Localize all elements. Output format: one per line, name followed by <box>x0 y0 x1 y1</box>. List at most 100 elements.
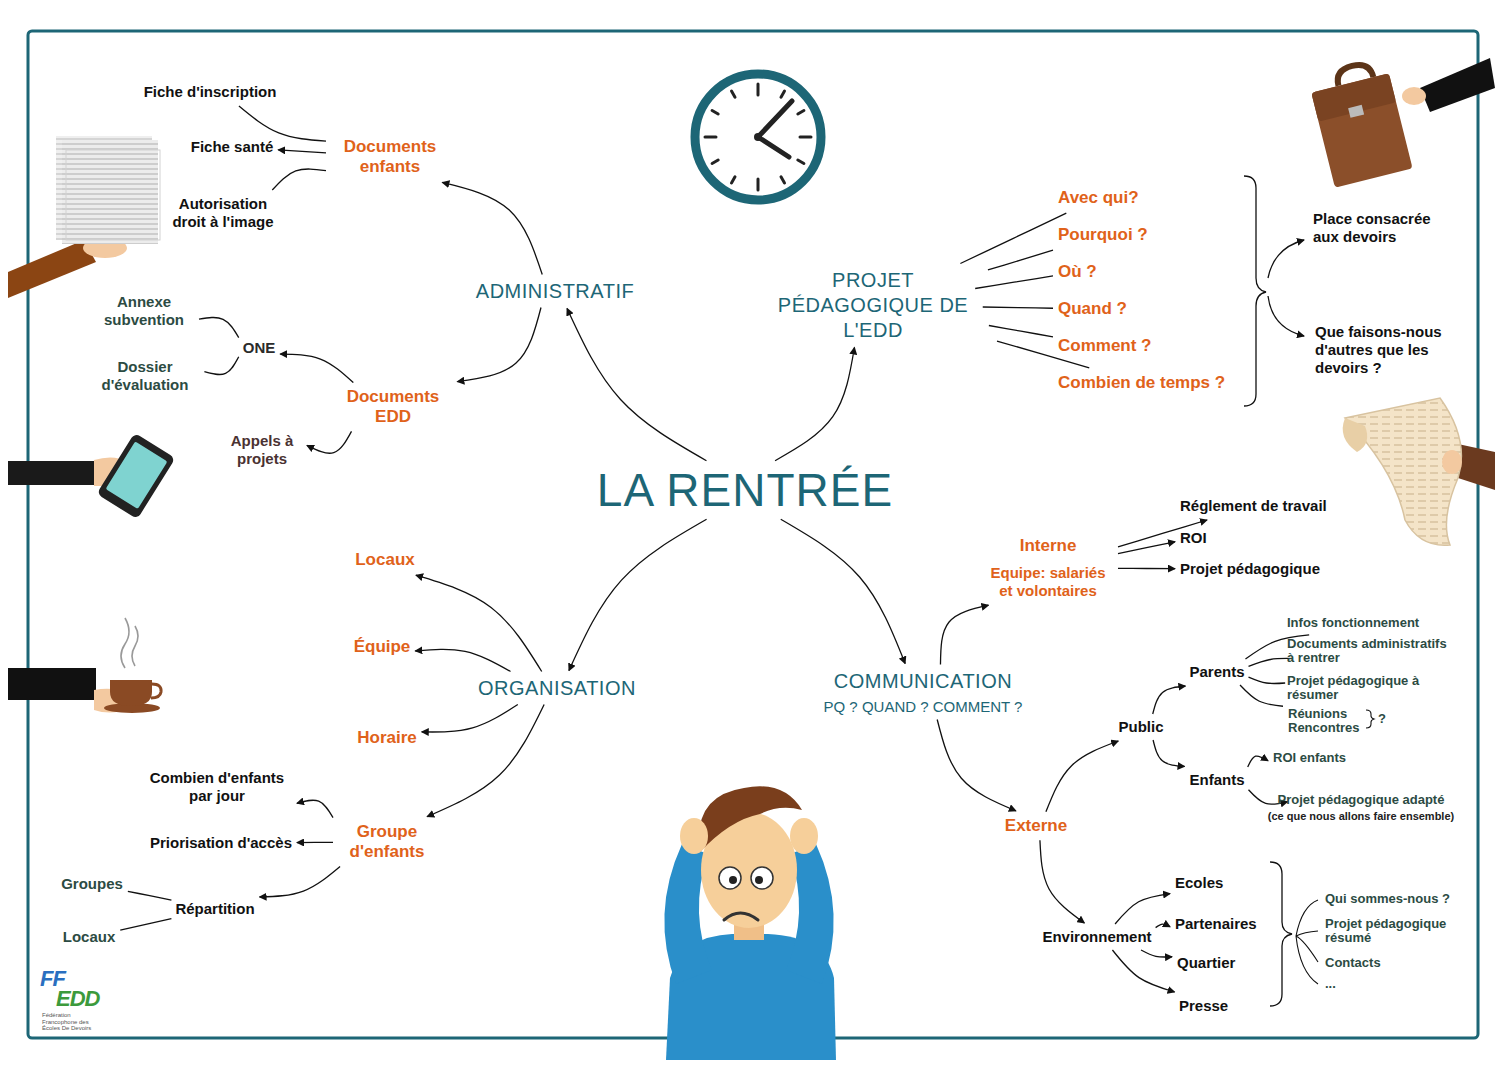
clock-tick <box>757 179 760 190</box>
clock-tick <box>705 136 716 139</box>
annotation-label: ? <box>1378 711 1386 726</box>
branch-arrow <box>1248 756 1268 767</box>
tablet-illustration-part <box>106 441 168 509</box>
topic-text: Ecoles <box>1175 874 1223 892</box>
mindmap-topic: Priorisation d'accès <box>150 834 292 852</box>
topic-text: Projet pédagogique résumé <box>1325 917 1460 944</box>
topic-text: ... <box>1325 977 1336 991</box>
branch-arrow <box>1141 950 1172 957</box>
branch-arrow <box>416 575 542 671</box>
topic-text: ORGANISATION <box>478 676 636 701</box>
topic-text: Projet pédagogique adapté <box>1268 793 1454 807</box>
mindmap-topic: Infos fonctionnement <box>1287 616 1419 630</box>
branch-arrow <box>1153 686 1186 714</box>
topic-text: Que faisons-nous d'autres que les devoir… <box>1315 323 1450 377</box>
worried-person-illustration-part <box>699 786 802 852</box>
worried-person-illustration-part <box>680 818 708 854</box>
branch-arrow <box>128 891 172 900</box>
mindmap-topic: LA RENTRÉE <box>597 465 893 516</box>
mindmap-topic: Documents enfants <box>330 137 450 178</box>
coffee-cup-illustration-part <box>110 680 152 706</box>
worried-person-illustration-part <box>729 876 737 884</box>
clock-tick <box>781 177 785 183</box>
branch-arrow <box>1115 894 1170 924</box>
topic-text: Combien d'enfants par jour <box>142 769 292 805</box>
clock-tick <box>781 91 785 97</box>
mindmap-topic: Ecoles <box>1175 874 1223 892</box>
bracket-part <box>1244 176 1266 406</box>
topic-text: Qui sommes-nous ? <box>1325 892 1450 906</box>
briefcase-illustration <box>1307 58 1495 188</box>
worried-person-illustration-part <box>751 867 773 889</box>
branch-arrow <box>960 213 1066 263</box>
topic-text: Réglement de travail <box>1180 497 1327 515</box>
branch-arrow <box>272 169 326 190</box>
mindmap-topic: Parents <box>1189 663 1244 681</box>
topic-text: Priorisation d'accès <box>150 834 292 852</box>
branch-arrow <box>988 250 1053 270</box>
mindmap-topic: Projet pédagogique à résumer <box>1287 674 1421 701</box>
branch-arrow <box>975 276 1053 289</box>
topic-text: Partenaires <box>1175 915 1257 933</box>
mindmap-topic: Horaire <box>357 728 417 748</box>
topic-text: Quand ? <box>1058 299 1127 319</box>
topic-text: Documents EDD <box>333 387 453 428</box>
mindmap-topic: COMMUNICATIONPQ ? QUAND ? COMMENT ? <box>824 669 1023 716</box>
tablet-illustration-part <box>8 461 96 485</box>
mindmap-topic: Quand ? <box>1058 299 1127 319</box>
topic-text: Parents <box>1189 663 1244 681</box>
mindmap-topic: ADMINISTRATIF <box>476 279 634 304</box>
branch-arrow <box>567 309 706 461</box>
topic-text: Autorisation droit à l'image <box>167 195 279 231</box>
briefcase-illustration-part <box>1307 58 1412 188</box>
topic-text: ONE <box>243 339 276 357</box>
clock-tick <box>798 160 804 164</box>
briefcase-illustration-part <box>1348 105 1364 118</box>
clock-icon-part <box>758 101 792 137</box>
branch-arrow <box>1040 840 1084 923</box>
mindmap-topic: Documents administratifs à rentrer <box>1287 637 1452 664</box>
branch-arrow <box>1249 658 1293 666</box>
logo-text: Fédération Francophone des Écoles De Dev… <box>42 1012 104 1032</box>
branch-arrow <box>297 842 333 844</box>
topic-text: Où ? <box>1058 262 1097 282</box>
coffee-cup-illustration-part <box>151 684 161 698</box>
topic-text: Locaux <box>355 550 415 570</box>
mindmap-topic: Place consacrée aux devoirs <box>1313 210 1453 246</box>
topic-text: PQ ? QUAND ? COMMENT ? <box>824 698 1023 716</box>
coffee-cup-illustration-part <box>8 668 96 700</box>
branch-arrow <box>937 720 1016 811</box>
topic-text: Équipe <box>354 637 411 657</box>
topic-text: Groupes <box>61 875 123 893</box>
branch-arrow <box>307 431 352 453</box>
mindmap-topic: Annexe subvention <box>94 293 194 329</box>
mindmap-topic: Groupes <box>61 875 123 893</box>
paper-stack-illustration-part <box>8 240 96 298</box>
worried-person-illustration <box>664 786 836 1060</box>
topic-text: Contacts <box>1325 956 1381 970</box>
mindmap-topic: Locaux <box>355 550 415 570</box>
mindmap-topic: ... <box>1325 977 1336 991</box>
topic-text: Public <box>1118 718 1163 736</box>
briefcase-illustration-part <box>1420 58 1495 112</box>
branch-arrow <box>569 519 707 670</box>
branch-arrow <box>199 317 239 337</box>
topic-text: Projet pédagogique <box>1180 560 1320 578</box>
branch-arrow <box>1240 685 1283 706</box>
mindmap-topic: Externe <box>1005 816 1067 836</box>
worried-person-illustration-part <box>755 876 763 884</box>
branch-arrow <box>280 354 353 383</box>
branch-arrow <box>442 182 542 274</box>
mindmap-topic: Répartition <box>175 900 254 918</box>
topic-text: Projet pédagogique à résumer <box>1287 674 1421 701</box>
bracket-part <box>1296 900 1318 984</box>
scroll-illustration-part <box>1343 418 1368 452</box>
topic-text: Appels à projets <box>222 432 302 468</box>
mindmap-topic: Presse <box>1179 997 1228 1015</box>
mindmap-topic: Contacts <box>1325 956 1381 970</box>
branch-arrow <box>775 348 854 461</box>
branch-arrow <box>1118 542 1175 554</box>
mindmap-topic: Environnement <box>1042 928 1151 946</box>
mindmap-topic: Locaux <box>63 928 116 946</box>
topic-text: ADMINISTRATIF <box>476 279 634 304</box>
